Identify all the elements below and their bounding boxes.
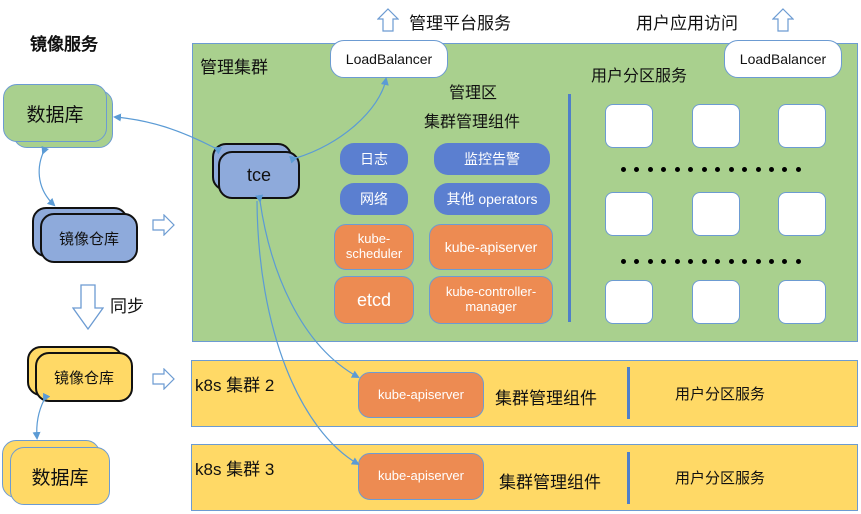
k8s-cluster-2-title: k8s 集群 2 (195, 376, 275, 395)
load-balancer-mgmt[interactable]: LoadBalancer (330, 40, 448, 78)
user-partition-tile[interactable] (692, 192, 740, 236)
connector-db-registry (38, 145, 56, 207)
k8s-cluster-3-title: k8s 集群 3 (195, 460, 275, 479)
tce-node[interactable]: tce (212, 143, 300, 199)
kube-controller-label-line1: kube-controller- (445, 284, 537, 300)
component-logging[interactable]: 日志 (340, 143, 408, 175)
ellipsis-dots (621, 167, 801, 172)
k8s-cluster-2-apiserver[interactable]: kube-apiserver (358, 372, 484, 418)
mgmt-platform-service-label: 管理平台服务 (409, 14, 511, 34)
user-partition-tile[interactable] (692, 104, 740, 148)
right-arrow-icon (152, 368, 175, 390)
user-partition-tile[interactable] (605, 104, 653, 148)
kube-scheduler-label-line1: kube- (357, 231, 391, 247)
mgmt-components-title: 集群管理组件 (424, 112, 521, 131)
component-logging-label: 日志 (360, 151, 388, 167)
primary-image-registry[interactable]: 镜像仓库 (32, 207, 138, 263)
k8s-cluster-2-user-partition: 用户分区服务 (675, 385, 766, 403)
ellipsis-dots (621, 259, 801, 264)
primary-database[interactable]: 数据库 (3, 84, 113, 150)
component-monitoring-alerting[interactable]: 监控告警 (434, 143, 550, 175)
primary-registry-label: 镜像仓库 (58, 229, 119, 248)
kube-scheduler-label-line2: scheduler (345, 246, 403, 261)
secondary-database[interactable]: 数据库 (2, 440, 110, 506)
k8s-cluster-3-divider (627, 452, 630, 504)
secondary-registry-label: 镜像仓库 (53, 368, 114, 387)
k8s-cluster-2-apiserver-label: kube-apiserver (378, 386, 464, 402)
component-kube-scheduler[interactable]: kube- scheduler (334, 224, 414, 270)
user-partition-title: 用户分区服务 (591, 66, 688, 85)
management-cluster-title: 管理集群 (200, 58, 268, 78)
kube-controller-label-line2: manager (465, 299, 517, 314)
db2-stack-front: 数据库 (10, 447, 110, 505)
component-kube-controller-manager[interactable]: kube-controller- manager (429, 276, 553, 324)
secondary-db-label: 数据库 (31, 466, 89, 489)
load-balancer-mgmt-label: LoadBalancer (345, 51, 433, 67)
user-app-access-label: 用户应用访问 (636, 14, 738, 34)
mgmt-zone-title: 管理区 (449, 83, 498, 102)
k8s-cluster-3-mgmt-components: 集群管理组件 (499, 473, 601, 493)
right-arrow-icon (152, 214, 175, 236)
secondary-image-registry[interactable]: 镜像仓库 (27, 346, 133, 402)
up-arrow-icon (377, 8, 399, 32)
user-partition-tile[interactable] (692, 280, 740, 324)
component-operators-label: 其他 operators (446, 191, 538, 207)
image-service-title: 镜像服务 (30, 35, 98, 55)
user-partition-tile[interactable] (605, 192, 653, 236)
component-network[interactable]: 网络 (340, 183, 408, 215)
up-arrow-icon (772, 8, 794, 32)
load-balancer-user-label: LoadBalancer (739, 51, 827, 67)
k8s-cluster-2-mgmt-components: 集群管理组件 (495, 389, 597, 409)
k8s-cluster-3-apiserver-label: kube-apiserver (378, 468, 464, 484)
user-partition-tile[interactable] (778, 104, 826, 148)
registry-stack-front: 镜像仓库 (40, 213, 138, 263)
load-balancer-user[interactable]: LoadBalancer (724, 40, 842, 78)
component-network-label: 网络 (360, 191, 388, 207)
etcd-label: etcd (356, 289, 392, 310)
db-stack-front: 数据库 (3, 84, 107, 142)
registry2-stack-front: 镜像仓库 (35, 352, 133, 402)
tce-label: tce (246, 164, 271, 185)
sync-label: 同步 (110, 297, 144, 317)
user-partition-tile[interactable] (778, 280, 826, 324)
component-other-operators[interactable]: 其他 operators (434, 183, 550, 215)
primary-db-label: 数据库 (26, 103, 84, 126)
component-etcd[interactable]: etcd (334, 276, 414, 324)
kube-apiserver-label: kube-apiserver (444, 238, 538, 255)
user-partition-tile[interactable] (778, 192, 826, 236)
tce-stack-front: tce (218, 151, 300, 199)
mgmt-divider (568, 94, 571, 322)
component-kube-apiserver[interactable]: kube-apiserver (429, 224, 553, 270)
component-monitoring-label: 监控告警 (464, 151, 520, 167)
connector-registry2-db2 (32, 392, 51, 440)
k8s-cluster-2-divider (627, 367, 630, 419)
k8s-cluster-3-user-partition: 用户分区服务 (675, 469, 766, 487)
user-partition-tile[interactable] (605, 280, 653, 324)
k8s-cluster-3-apiserver[interactable]: kube-apiserver (358, 453, 484, 500)
sync-down-arrow-icon (72, 284, 104, 330)
